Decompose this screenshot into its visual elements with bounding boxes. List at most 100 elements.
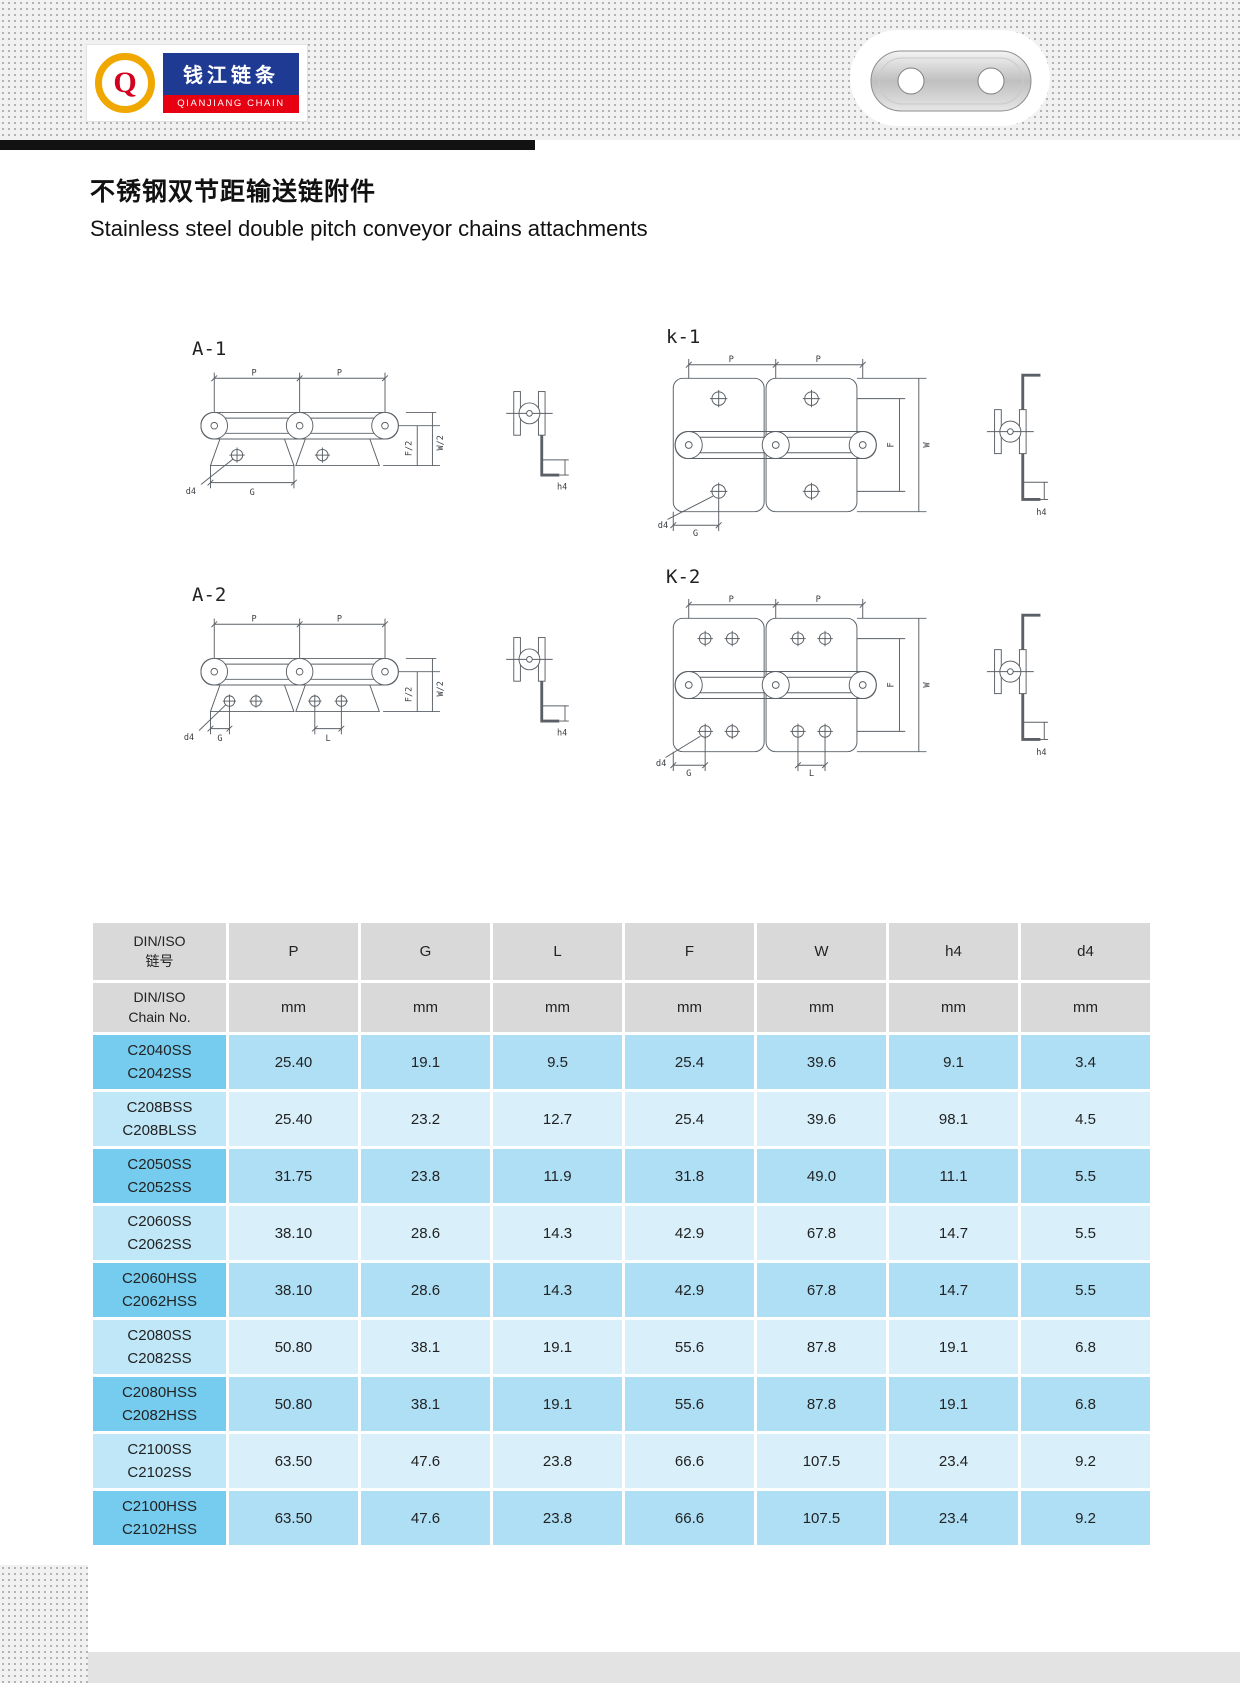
dim-label-p: P (337, 614, 342, 624)
header-unit-p: mm (226, 980, 361, 1035)
dim-label-l: L (326, 734, 331, 744)
header-black-bar (0, 140, 535, 150)
value-cell: 9.1 (886, 1032, 1021, 1092)
spec-table: DIN/ISO 链号 P G L F W h4 d4 DIN/ISO Chain… (90, 920, 1153, 1548)
header-h4: h4 (886, 920, 1021, 983)
header-d4: d4 (1018, 920, 1153, 983)
header-unit-h4: mm (886, 980, 1021, 1035)
chain-model: C2040SS (127, 1041, 192, 1059)
value-cell: 23.2 (358, 1089, 493, 1149)
value-cell: 49.0 (754, 1146, 889, 1206)
value-cell: 55.6 (622, 1317, 757, 1377)
header-unit-g: mm (358, 980, 493, 1035)
dim-label-h4: h4 (1036, 748, 1046, 758)
value-cell: 67.8 (754, 1203, 889, 1263)
chain-model: C2080SS (127, 1326, 192, 1344)
diagram-a1-label: A-1 (192, 338, 227, 360)
value-cell: 25.4 (622, 1089, 757, 1149)
dim-label-l: L (809, 769, 814, 777)
dim-label-p: P (816, 355, 821, 365)
chain-model: C2042SS (127, 1065, 192, 1082)
chain-no-cell: C2040SS C2042SS (90, 1032, 229, 1092)
dim-label-p: P (337, 368, 342, 378)
chain-model: C2102HSS (121, 1521, 198, 1538)
chain-model: C2052SS (127, 1179, 192, 1196)
chain-model: C2060HSS (121, 1269, 198, 1287)
header-unit-l: mm (490, 980, 625, 1035)
value-cell: 9.2 (1018, 1431, 1153, 1491)
dim-label-f: F (887, 682, 897, 687)
value-cell: 19.1 (886, 1317, 1021, 1377)
dim-label-f2: F/2 (405, 687, 415, 702)
value-cell: 39.6 (754, 1089, 889, 1149)
header-unit-f: mm (622, 980, 757, 1035)
value-cell: 38.10 (226, 1260, 361, 1320)
value-cell: 87.8 (754, 1374, 889, 1434)
brand-logo-icon: Q (95, 53, 155, 113)
value-cell: 19.1 (358, 1032, 493, 1092)
diagram-a1: A-1 P P F/2 W/2 (178, 338, 571, 531)
dim-label-d4: d4 (656, 759, 666, 769)
dim-label-w2: W/2 (436, 681, 446, 696)
value-cell: 55.6 (622, 1374, 757, 1434)
diagram-k2: K-2 P P (652, 566, 1050, 777)
diagram-k2-side-view: P P F W (656, 595, 933, 777)
value-cell: 23.8 (490, 1488, 625, 1548)
value-cell: 107.5 (754, 1488, 889, 1548)
diagram-a2: A-2 P P F/2 W/2 (178, 584, 571, 777)
value-cell: 19.1 (886, 1374, 1021, 1434)
dim-label-d4: d4 (658, 521, 668, 531)
value-cell: 25.40 (226, 1032, 361, 1092)
value-cell: 42.9 (622, 1260, 757, 1320)
value-cell: 66.6 (622, 1431, 757, 1491)
value-cell: 11.1 (886, 1146, 1021, 1206)
diagram-a1-side-view: P P F/2 W/2 G d4 (186, 368, 446, 498)
value-cell: 107.5 (754, 1431, 889, 1491)
footer-gray-bar (88, 1652, 1240, 1683)
value-cell: 63.50 (226, 1431, 361, 1491)
page-title-en: Stainless steel double pitch conveyor ch… (90, 216, 648, 241)
value-cell: 50.80 (226, 1317, 361, 1377)
chain-model: C2062HSS (121, 1293, 198, 1310)
value-cell: 23.4 (886, 1488, 1021, 1548)
value-cell: 19.1 (490, 1374, 625, 1434)
dim-label-g: G (686, 769, 691, 777)
value-cell: 3.4 (1018, 1032, 1153, 1092)
dim-label-p: P (252, 614, 257, 624)
value-cell: 63.50 (226, 1488, 361, 1548)
dim-label-g: G (250, 488, 255, 498)
value-cell: 38.1 (358, 1374, 493, 1434)
value-cell: 14.7 (886, 1203, 1021, 1263)
dim-label-d4: d4 (186, 487, 196, 497)
chain-no-cell: C2060HSS C2062HSS (90, 1260, 229, 1320)
value-cell: 28.6 (358, 1260, 493, 1320)
value-cell: 5.5 (1018, 1260, 1153, 1320)
value-cell: 9.5 (490, 1032, 625, 1092)
value-cell: 28.6 (358, 1203, 493, 1263)
dim-label-g: G (693, 529, 698, 537)
value-cell: 50.80 (226, 1374, 361, 1434)
diagram-k1-side-view: P P F W G (658, 355, 933, 537)
diagram-k1-label: k-1 (666, 326, 701, 348)
value-cell: 31.75 (226, 1146, 361, 1206)
diagram-k1-end-view: h4 (986, 373, 1049, 518)
diagram-k1: k-1 P P F (652, 326, 1050, 537)
value-cell: 38.10 (226, 1203, 361, 1263)
diagram-k2-label: K-2 (666, 566, 701, 588)
value-cell: 9.2 (1018, 1488, 1153, 1548)
value-cell: 25.4 (622, 1032, 757, 1092)
dim-label-p: P (729, 355, 734, 365)
dim-label-f2: F/2 (405, 441, 415, 456)
dim-label-d4: d4 (184, 733, 194, 743)
brand-text: 钱江链条 QIANJIANG CHAIN (163, 53, 299, 113)
header-w: W (754, 920, 889, 983)
